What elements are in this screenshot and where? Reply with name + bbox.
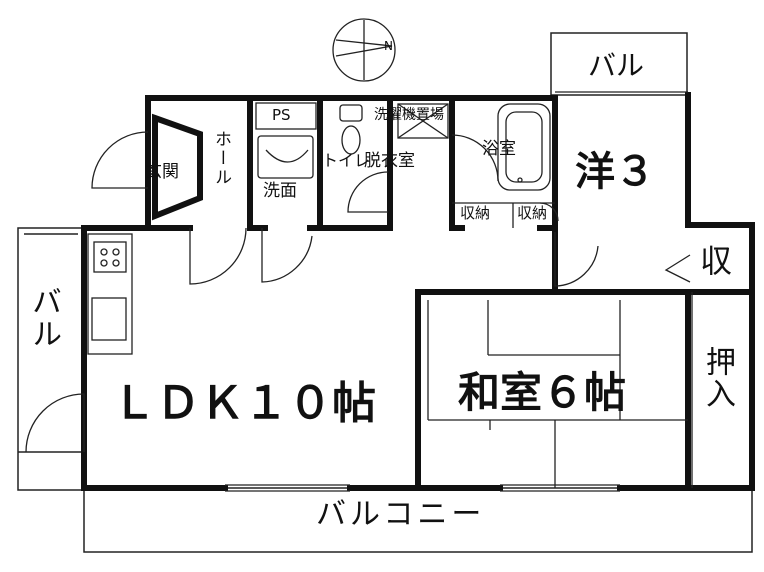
laundry-box (397, 103, 449, 139)
ps-box (255, 102, 317, 130)
western-room-label: 洋３ (575, 148, 655, 195)
kitchen-counter (87, 233, 133, 355)
bath-label: 浴室 (482, 139, 516, 159)
entrance-step (152, 113, 203, 221)
storage-2-label: 収納 (517, 204, 548, 222)
entrance-label: 玄関 (145, 162, 179, 182)
compass-circle (332, 18, 396, 82)
japanese-room-label: 和室６帖 (458, 368, 627, 417)
storage-1-label: 収納 (460, 204, 491, 222)
hall-label: ホール (211, 130, 231, 187)
washroom-label: 洗面 (263, 181, 297, 201)
kitchen-sink (91, 297, 127, 341)
balcony-bottom-label: バルコニー (316, 497, 486, 532)
storage-right-label: 収 (700, 242, 733, 280)
balcony-top-right-outline (550, 32, 688, 96)
stove (93, 241, 127, 273)
closet-right-label: 押入 (700, 346, 735, 410)
balcony-left-outline (17, 227, 85, 491)
washbasin (257, 135, 314, 179)
ldk-label: ＬＤＫ１０帖 (112, 378, 376, 429)
dressing-room-label: 脱衣室 (364, 151, 415, 171)
bathtub (497, 103, 551, 191)
balcony-top-right-label: バル (588, 49, 645, 82)
ps-label: PS (272, 106, 291, 124)
compass-north-label: N (384, 39, 393, 53)
balcony-left-label: バル (26, 286, 61, 350)
door-swing-entrance (91, 131, 149, 189)
toilet-tank (339, 104, 363, 122)
laundry-space-label: 洗濯機置場 (374, 107, 444, 123)
toilet-label: トイレ (322, 151, 371, 170)
